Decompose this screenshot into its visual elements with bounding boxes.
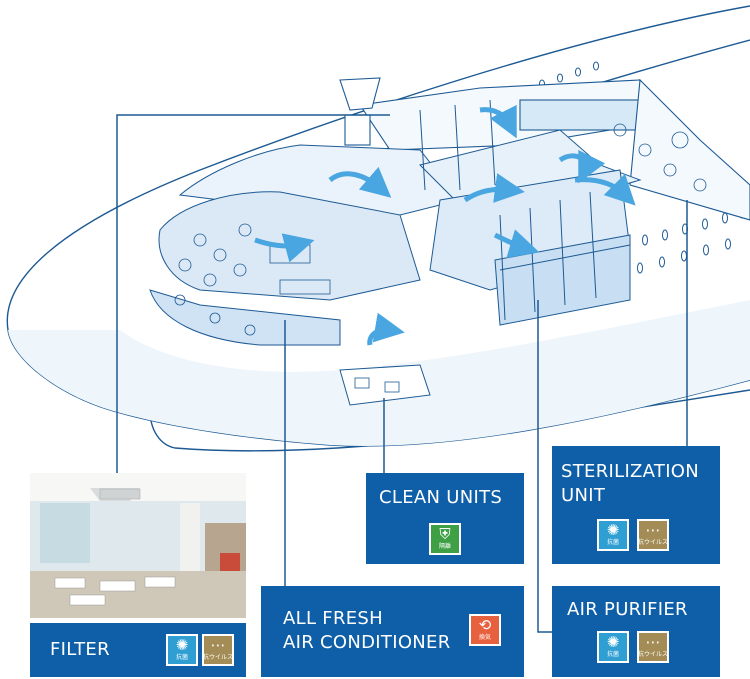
air-purifier-panel: AIR PURIFIER ✺抗菌 ⋯抗ウイルス: [552, 586, 720, 677]
sterilization-unit-panel: STERILIZATION UNIT ✺抗菌 ⋯抗ウイルス: [552, 446, 720, 564]
filter-title: FILTER: [50, 638, 110, 662]
all-fresh-title: ALL FRESH AIR CONDITIONER: [283, 607, 451, 655]
ventilation-badge-icon: ⟲換気: [469, 614, 501, 646]
separation-badge-icon: ⛨隔離: [429, 523, 461, 555]
antibacterial-badge-icon: ✺抗菌: [597, 519, 629, 551]
antivirus-badge-icon: ⋯抗ウイルス: [202, 634, 234, 666]
clean-units-panel: CLEAN UNITS ⛨隔離: [366, 473, 524, 564]
antibacterial-badge-icon: ✺抗菌: [597, 631, 629, 663]
antivirus-badge-icon: ⋯抗ウイルス: [637, 631, 669, 663]
restaurant-filter-photo: [30, 473, 246, 618]
antibacterial-badge-icon: ✺抗菌: [166, 634, 198, 666]
all-fresh-air-conditioner-panel: ALL FRESH AIR CONDITIONER ⟲換気: [261, 586, 524, 677]
clean-units-title: CLEAN UNITS: [379, 486, 502, 510]
antivirus-badge-icon: ⋯抗ウイルス: [637, 519, 669, 551]
sterilization-title: STERILIZATION UNIT: [561, 460, 699, 508]
air-purifier-title: AIR PURIFIER: [567, 598, 688, 622]
filter-panel: FILTER ✺抗菌 ⋯抗ウイルス: [30, 623, 246, 677]
